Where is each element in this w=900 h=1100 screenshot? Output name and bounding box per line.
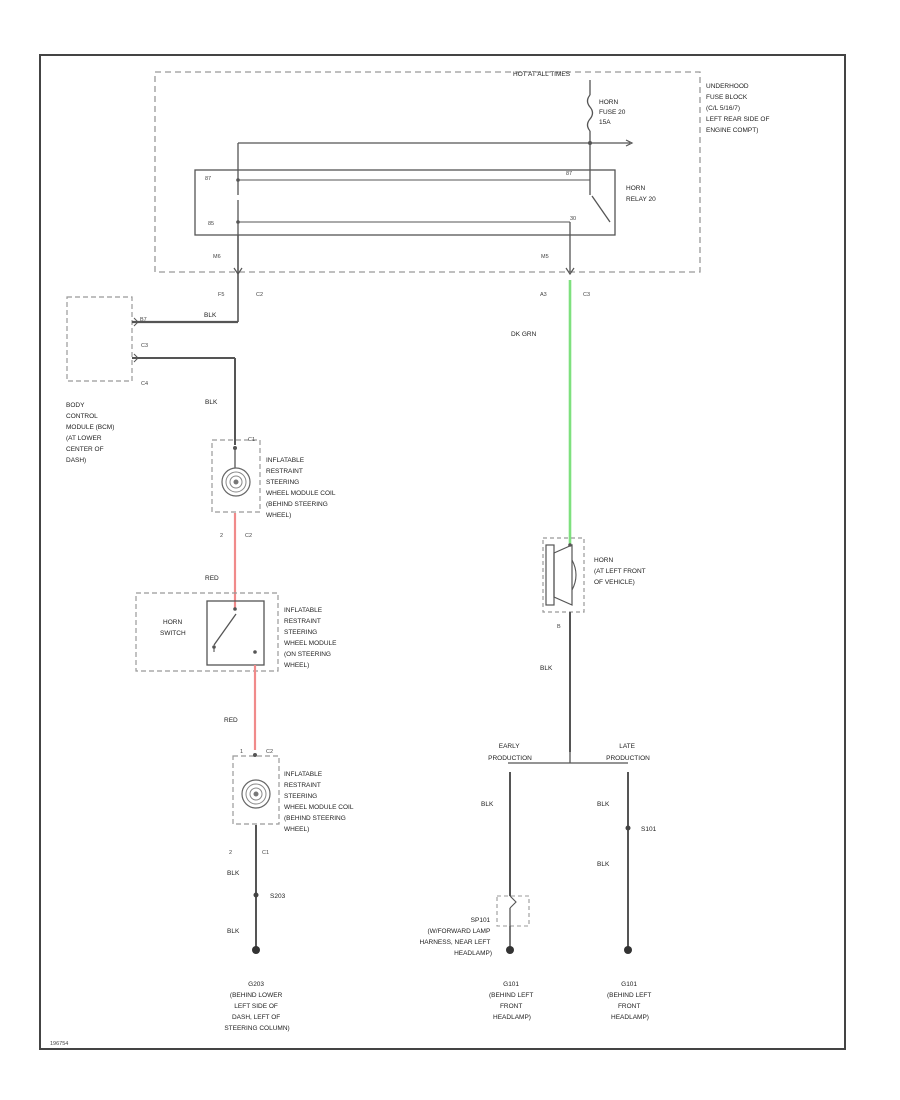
- coil-bottom-label: INFLATABLE RESTRAINT STEERING WHEEL MODU…: [284, 771, 355, 833]
- clockspring-coil-top-icon: [221, 467, 251, 497]
- bcm-pin-c4: C4: [141, 381, 148, 387]
- horn-switch-box: [206, 600, 265, 666]
- wire-label-blk-late: BLK: [597, 801, 610, 808]
- bcm-pin-b7: B7: [140, 317, 147, 323]
- fuse-block-pin-m6: M6: [213, 254, 221, 260]
- horn-relay-box: [194, 169, 616, 236]
- wire-label-red-2: RED: [224, 717, 238, 724]
- connector-c3-top: C3: [583, 292, 590, 298]
- connector-c2-coil-top: C2: [245, 533, 252, 539]
- ground-g101-late-label: G101 (BEHIND LEFT FRONT HEADLAMP): [607, 981, 653, 1021]
- relay-pin-30: 30: [570, 216, 576, 222]
- fuse-block-outline: [154, 71, 701, 273]
- wire-label-blk-g203-a: BLK: [227, 870, 240, 877]
- splice-s101-label: S101: [641, 826, 657, 833]
- connector-pin1-coil-bottom: 1: [240, 749, 243, 755]
- early-production-label: EARLY PRODUCTION: [488, 743, 532, 762]
- horn-fuse-label: HORN FUSE 20 15A: [599, 99, 627, 126]
- splice-pack-sp101-icon: [496, 895, 530, 927]
- connector-f5: F5: [218, 292, 224, 298]
- wire-label-blk-g203-b: BLK: [227, 928, 240, 935]
- wire-label-blk-1: BLK: [205, 399, 218, 406]
- wire-label-blk-bcm: BLK: [204, 312, 217, 319]
- wire-label-blk-early: BLK: [481, 801, 494, 808]
- sp101-label: SP101 (W/FORWARD LAMP HARNESS, NEAR LEFT…: [420, 917, 493, 957]
- coil-top-label: INFLATABLE RESTRAINT STEERING WHEEL MODU…: [266, 457, 337, 519]
- bcm-outline: [66, 296, 133, 382]
- horn-icon: [542, 537, 585, 613]
- relay-pin-87-right: 87: [566, 171, 572, 177]
- connector-pin2-coil-bottom: 2: [229, 850, 232, 856]
- figure-id: 196754: [50, 1041, 68, 1047]
- wire-label-blk-horn: BLK: [540, 665, 553, 672]
- bcm-label: BODY CONTROL MODULE (BCM) (AT LOWER CENT…: [66, 402, 116, 464]
- ground-g203-label: G203 (BEHIND LOWER LEFT SIDE OF DASH, LE…: [224, 981, 289, 1032]
- connector-pin2-coil-top: 2: [220, 533, 223, 539]
- ground-g101-late-icon: [624, 946, 632, 954]
- relay-pin-85: 85: [208, 221, 214, 227]
- connector-c2-coil-bottom: C2: [266, 749, 273, 755]
- relay-pin-87-left: 87: [205, 176, 211, 182]
- ground-g101-early-icon: [506, 946, 514, 954]
- bcm-pin-c3: C3: [141, 343, 148, 349]
- wire-label-dk-grn: DK GRN: [511, 331, 537, 338]
- horn-fuse-symbol: [586, 94, 594, 132]
- horn-label: HORN (AT LEFT FRONT OF VEHICLE): [594, 557, 647, 586]
- connector-a3: A3: [540, 292, 547, 298]
- connector-c1-coil-top: C1: [248, 437, 255, 443]
- horn-switch-label: HORN SWITCH: [160, 619, 186, 637]
- airbag-module-outline: [135, 592, 279, 672]
- ground-g101-early-label: G101 (BEHIND LEFT FRONT HEADLAMP): [489, 981, 535, 1021]
- horn-switch-contact: [213, 613, 237, 646]
- wire-label-blk-late-2: BLK: [597, 861, 610, 868]
- ground-g203-icon: [252, 946, 260, 954]
- clockspring-coil-bottom-icon: [241, 779, 271, 809]
- horn-relay-label: HORN RELAY 20: [626, 185, 656, 203]
- coil-top-outline: [211, 439, 261, 513]
- wire-label-red-1: RED: [205, 575, 219, 582]
- late-production-label: LATE PRODUCTION: [606, 743, 650, 762]
- hot-at-all-times-label: HOT AT ALL TIMES: [513, 71, 571, 78]
- splice-s203-label: S203: [270, 893, 286, 900]
- connector-pin-b: B: [557, 624, 561, 630]
- connector-c1-coil-bottom: C1: [262, 850, 269, 856]
- coil-bottom-outline: [232, 755, 280, 825]
- airbag-module-label: INFLATABLE RESTRAINT STEERING WHEEL MODU…: [284, 607, 338, 669]
- fuse-block-pin-m5: M5: [541, 254, 549, 260]
- horn-relay-switch-arm: [591, 195, 611, 223]
- connector-c2-top: C2: [256, 292, 263, 298]
- diagram-frame: [39, 54, 846, 1050]
- fuse-block-label: UNDERHOOD FUSE BLOCK (C/L 5/16/7) LEFT R…: [706, 83, 771, 134]
